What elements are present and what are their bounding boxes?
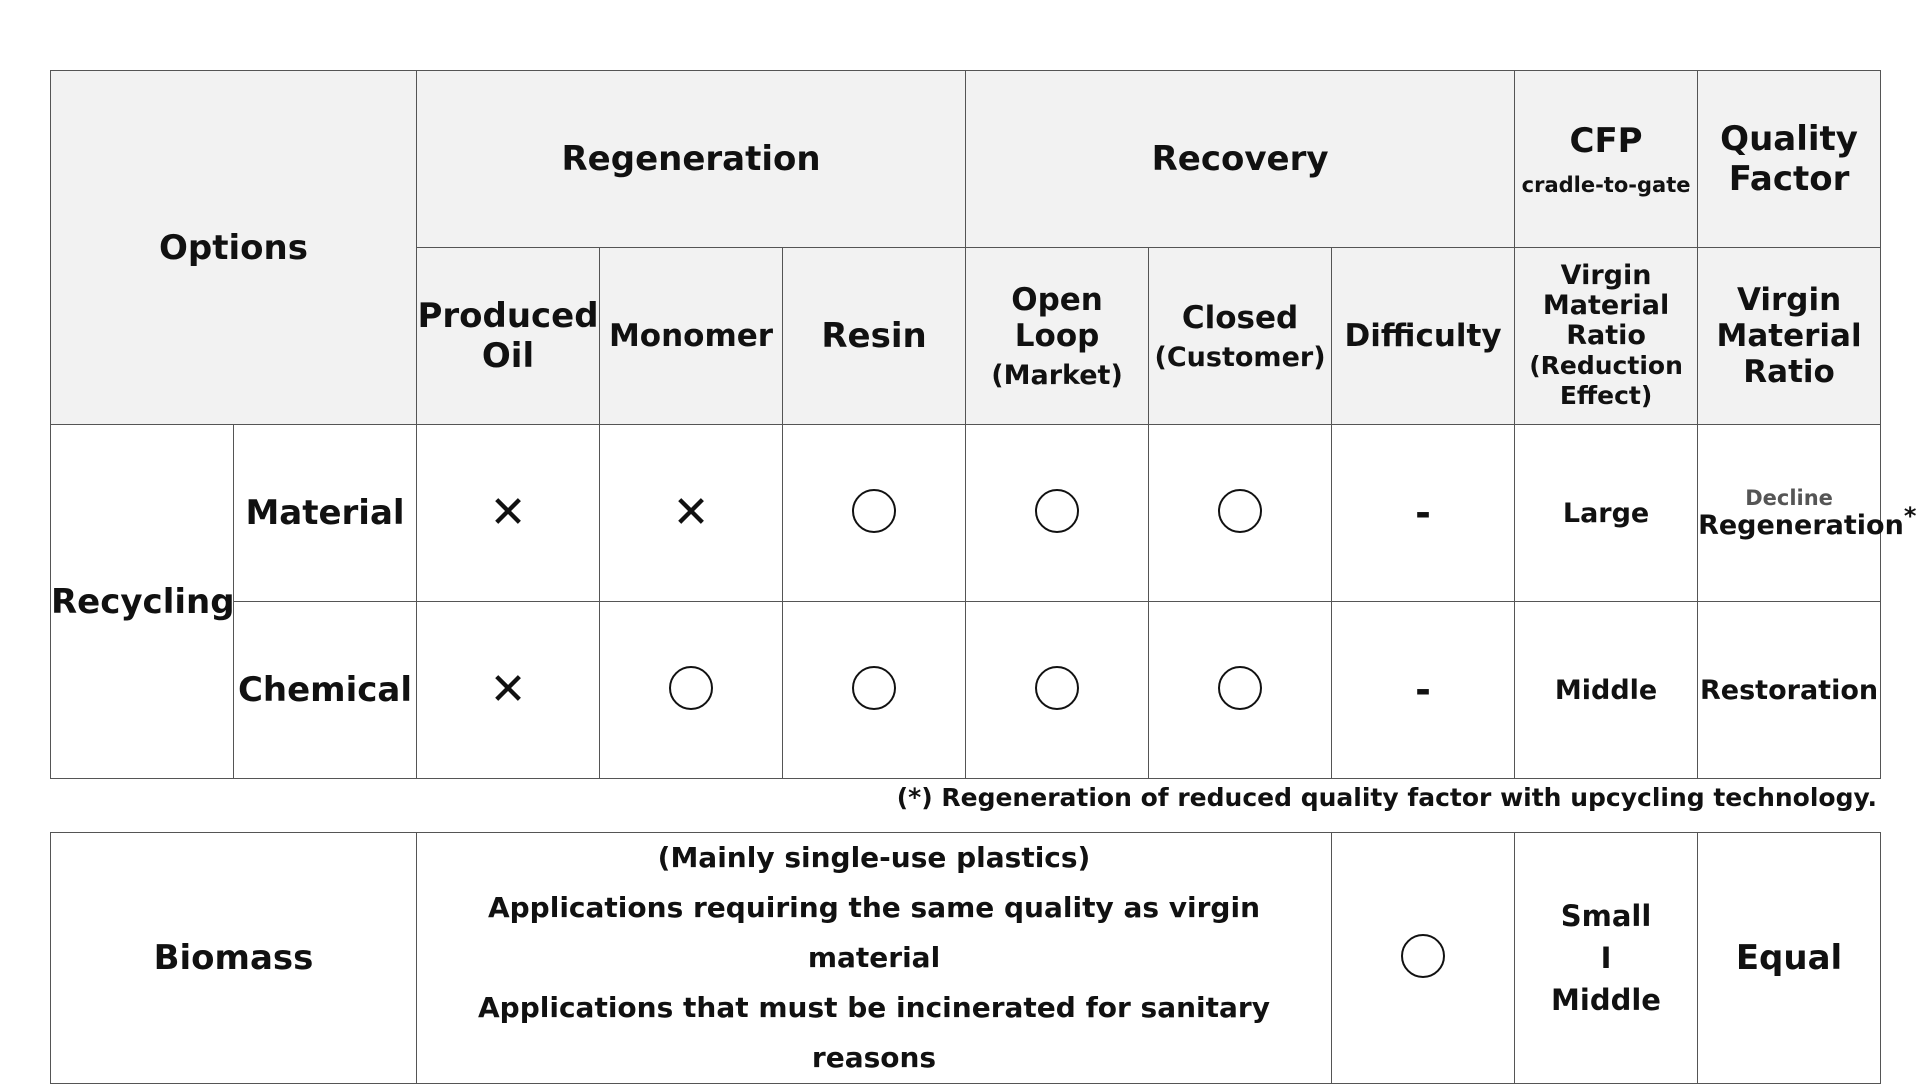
cfp-subtitle: cradle-to-gate: [1521, 173, 1691, 197]
mark-cell: [599, 601, 784, 779]
options-comparison-table: Options Regeneration Recovery CFP cradle…: [49, 70, 1916, 779]
open-loop-subtitle: (Market): [991, 359, 1123, 391]
biomass-line: Applications that must be incinerated fo…: [478, 991, 1270, 1074]
cfp-header: CFP cradle-to-gate: [1514, 70, 1699, 248]
recovery-header: Recovery: [965, 70, 1516, 248]
qf-virgin-ratio-header: Virgin Material Ratio: [1697, 247, 1882, 425]
open-loop-header: Open Loop (Market): [965, 247, 1150, 425]
cfp-line: I: [1600, 941, 1612, 975]
produced-oil-header: Produced Oil: [416, 247, 601, 425]
quality-value: Regeneration: [1698, 509, 1904, 541]
biomass-quality: Equal: [1697, 832, 1881, 1084]
footnote-star: *: [1903, 501, 1917, 530]
options-header: Options: [49, 70, 418, 425]
quality-factor-header: Quality Factor: [1697, 70, 1882, 248]
cross-mark-icon: ✕: [489, 664, 527, 715]
regeneration-header: Regeneration: [416, 70, 967, 248]
mark-cell: [1331, 832, 1515, 1084]
cfp-value: Middle: [1514, 601, 1699, 779]
biomass-line: Applications requiring the same quality …: [487, 891, 1261, 974]
circle-mark-icon: [1035, 666, 1080, 710]
cross-mark-icon: ✕: [672, 487, 710, 538]
table-row: Recycling Material ✕ ✕ - Large Decline R…: [50, 424, 1916, 779]
cfp-line: Small: [1560, 899, 1652, 933]
cfp-virgin-ratio-subtitle: (Reduction Effect): [1529, 351, 1683, 410]
mark-cell: [1148, 601, 1333, 779]
difficulty-header: Difficulty: [1331, 247, 1516, 425]
row-label-material: Material: [232, 424, 418, 602]
quality-decline: Decline: [1745, 485, 1833, 510]
biomass-table: Biomass (Mainly single-use plastics) App…: [50, 832, 1881, 1084]
biomass-label: Biomass: [50, 832, 417, 1084]
open-loop-title: Open Loop: [1011, 281, 1103, 354]
difficulty-value: -: [1331, 424, 1516, 602]
cross-mark-icon: ✕: [489, 487, 527, 538]
circle-mark-icon: [1218, 489, 1263, 533]
closed-header: Closed (Customer): [1148, 247, 1333, 425]
cfp-virgin-ratio-header: Virgin Material Ratio (Reduction Effect): [1514, 247, 1699, 425]
monomer-header: Monomer: [599, 247, 784, 425]
cfp-value: Large: [1514, 424, 1699, 602]
cfp-virgin-ratio-title: Virgin Material Ratio: [1542, 260, 1670, 351]
cfp-title: CFP: [1569, 121, 1643, 161]
circle-mark-icon: [1035, 489, 1080, 533]
mark-cell: [965, 424, 1150, 602]
circle-mark-icon: [1218, 666, 1263, 710]
mark-cell: ✕: [416, 424, 601, 602]
closed-subtitle: (Customer): [1154, 341, 1326, 373]
circle-mark-icon: [669, 666, 714, 710]
quality-cell: Decline Regeneration*: [1697, 424, 1916, 602]
footnote: (*) Regeneration of reduced quality fact…: [896, 783, 1877, 812]
closed-title: Closed: [1181, 299, 1299, 336]
resin-header: Resin: [782, 247, 967, 425]
circle-mark-icon: [1401, 934, 1445, 978]
mark-cell: [965, 601, 1150, 779]
mark-cell: [782, 601, 967, 779]
mark-cell: ✕: [599, 424, 784, 602]
circle-mark-icon: [852, 489, 897, 533]
circle-mark-icon: [852, 666, 897, 710]
cfp-line: Middle: [1551, 983, 1661, 1017]
quality-value: Restoration: [1697, 601, 1882, 779]
row-label-chemical: Chemical: [232, 601, 418, 779]
biomass-description: (Mainly single-use plastics) Application…: [416, 832, 1332, 1084]
mark-cell: ✕: [416, 601, 601, 779]
table-row: Chemical ✕ - Middle Restoration: [51, 601, 1882, 779]
recycling-label: Recycling: [50, 424, 235, 779]
mark-cell: [782, 424, 967, 602]
biomass-line: (Mainly single-use plastics): [657, 841, 1091, 874]
biomass-cfp: Small I Middle: [1514, 832, 1698, 1084]
mark-cell: [1148, 424, 1333, 602]
difficulty-value: -: [1331, 601, 1516, 779]
